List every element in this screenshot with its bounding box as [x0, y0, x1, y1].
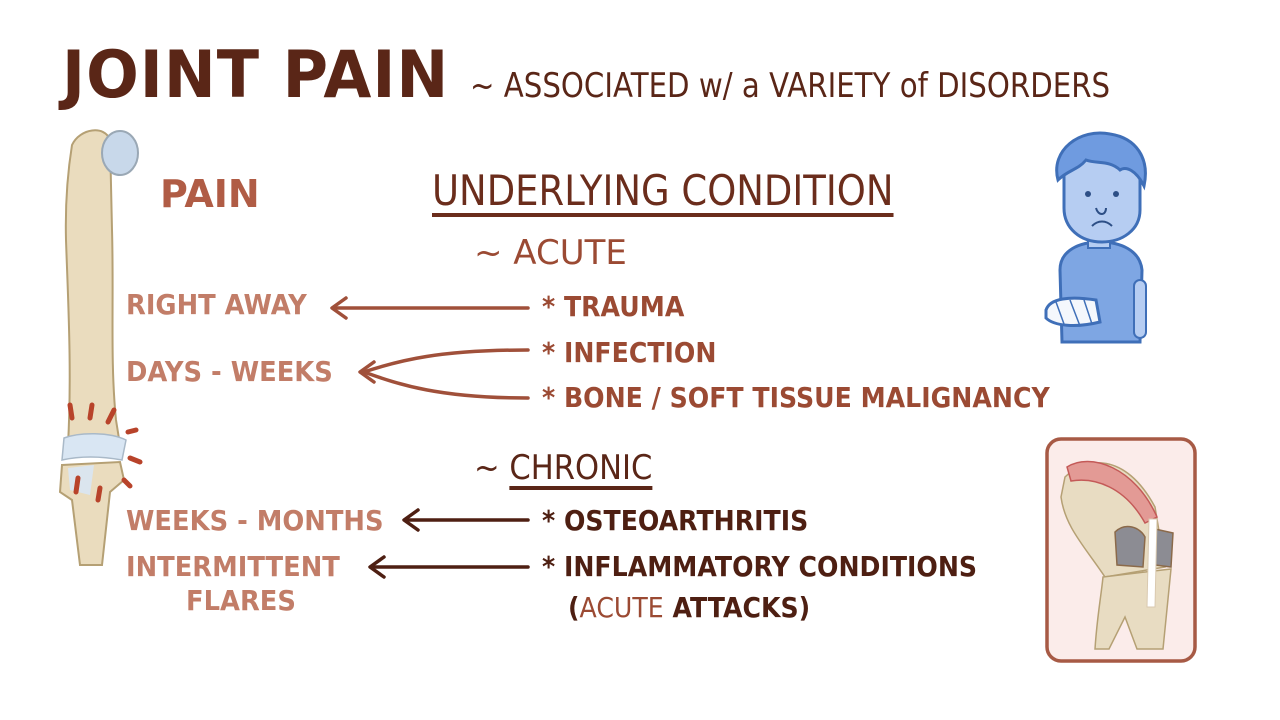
pain-column-heading: PAIN — [160, 172, 260, 216]
note-attacks: ATTACKS) — [663, 591, 811, 624]
chronic-heading: ~ CHRONIC — [474, 448, 652, 488]
page-subtitle: ~ ASSOCIATED w/ a VARIETY of DISORDERS — [470, 66, 1111, 106]
condition-osteoarthritis: * OSTEOARTHRITIS — [542, 504, 809, 537]
osteoarthritic-knee-icon — [1045, 437, 1197, 663]
acute-heading: ~ ACUTE — [474, 233, 627, 273]
chronic-tilde: ~ — [474, 448, 510, 488]
chronic-heading-text: CHRONIC — [509, 448, 653, 488]
pain-right-away: RIGHT AWAY — [126, 288, 307, 321]
note-acute: ACUTE — [579, 591, 664, 624]
condition-inflammatory: * INFLAMMATORY CONDITIONS — [542, 550, 978, 583]
condition-infection: * INFECTION — [542, 336, 717, 369]
pain-weeks-months: WEEKS - MONTHS — [126, 504, 384, 537]
bone-joint-icon — [58, 129, 143, 566]
note-open-paren: ( — [568, 591, 580, 624]
condition-malignancy: * BONE / SOFT TISSUE MALIGNANCY — [542, 381, 1050, 414]
pain-days-weeks: DAYS - WEEKS — [126, 355, 333, 388]
pain-flares: FLARES — [186, 584, 296, 617]
condition-inflammatory-note: (ACUTE ATTACKS) — [568, 591, 810, 624]
arrow-infection — [362, 348, 530, 374]
arrow-malignancy — [362, 370, 530, 400]
patient-with-cast-icon — [1044, 131, 1147, 344]
pain-intermittent: INTERMITTENT — [126, 550, 340, 583]
page-title: JOINT PAIN — [62, 36, 450, 113]
condition-trauma: * TRAUMA — [542, 290, 685, 323]
condition-column-heading: UNDERLYING CONDITION — [432, 166, 894, 215]
